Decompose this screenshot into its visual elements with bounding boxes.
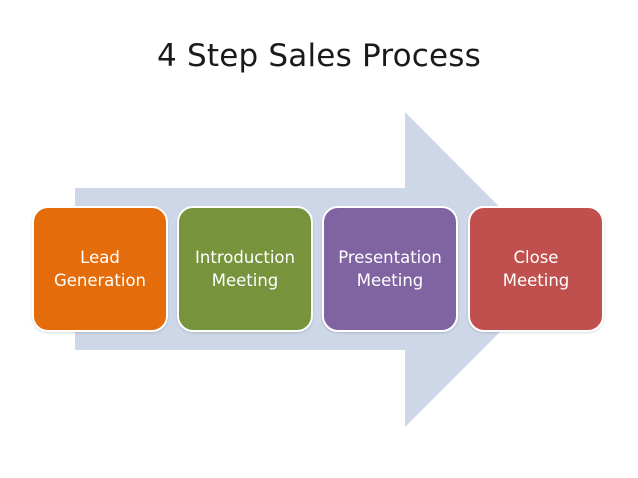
step-presentation-meeting: Presentation Meeting — [322, 206, 458, 332]
step-label: Introduction Meeting — [195, 248, 295, 290]
process-arrow-shape — [75, 112, 562, 427]
step-label: Lead Generation — [53, 248, 147, 290]
step-label: Presentation Meeting — [338, 248, 442, 290]
step-label: Close Meeting — [502, 248, 570, 290]
slide-title: 4 Step Sales Process — [157, 38, 481, 74]
step-lead-generation: Lead Generation — [32, 206, 168, 332]
step-introduction-meeting: Introduction Meeting — [177, 206, 313, 332]
step-close-meeting: Close Meeting — [468, 206, 604, 332]
